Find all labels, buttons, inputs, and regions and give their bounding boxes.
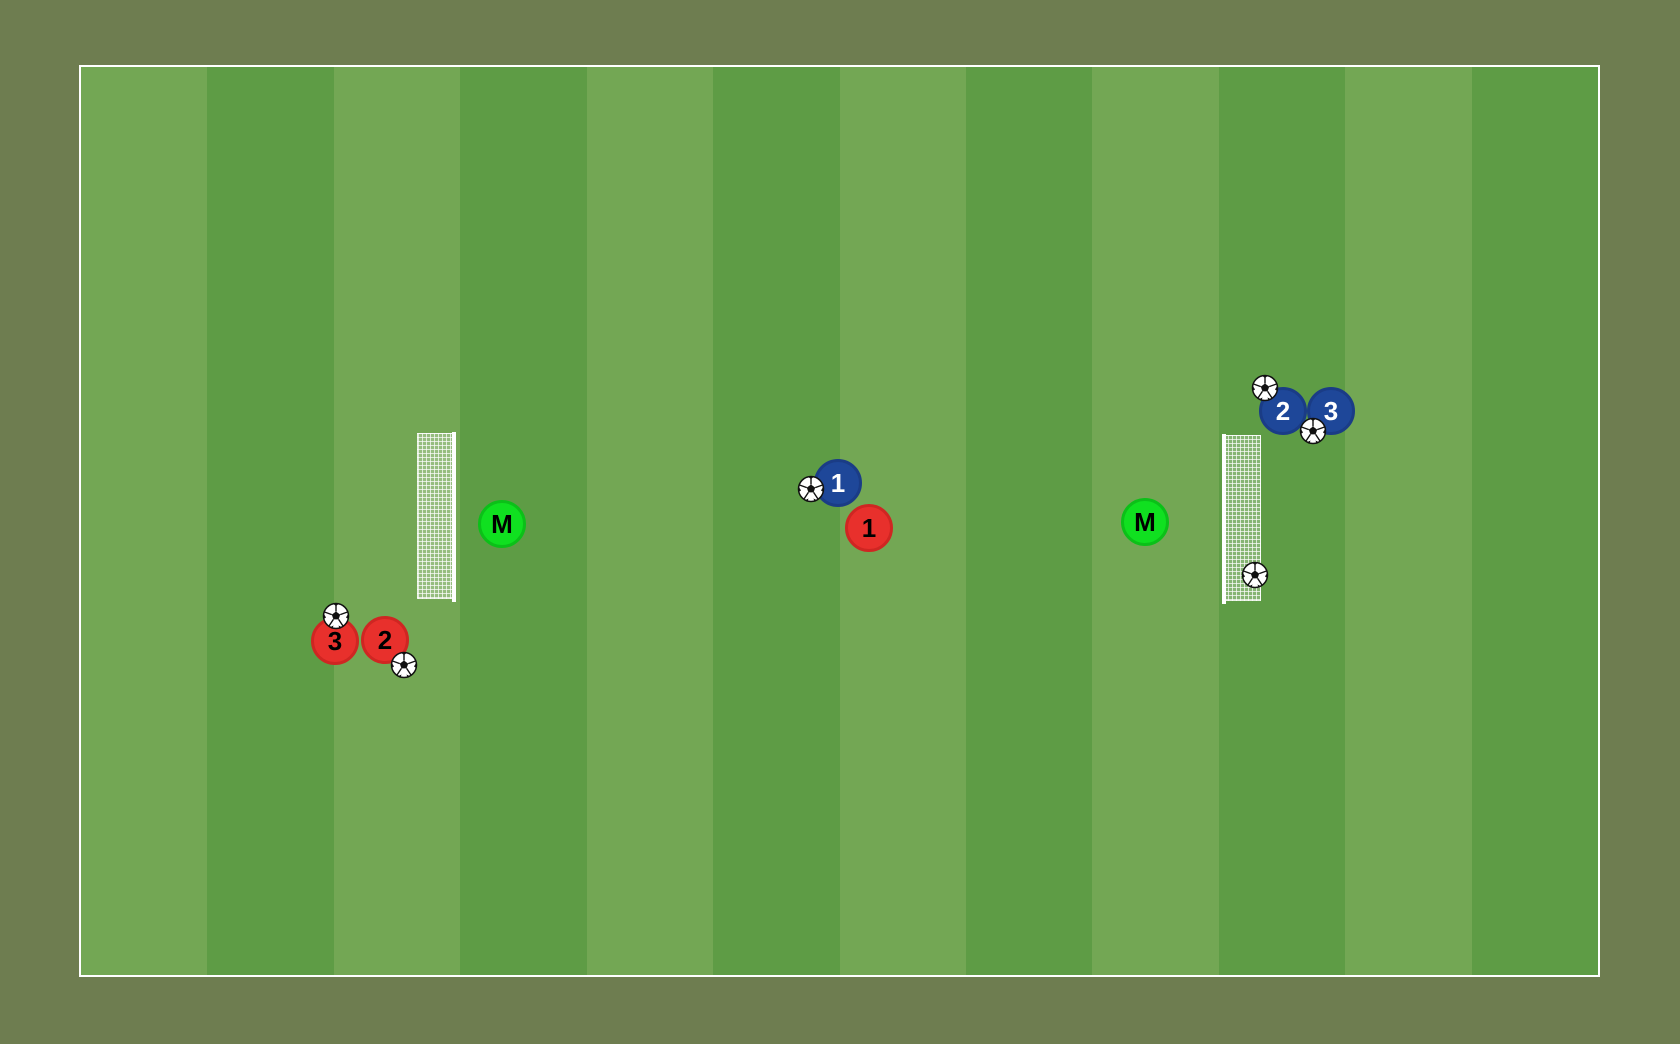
neutral-player-left[interactable]: M [478,500,526,548]
soccer-ball-icon[interactable] [1251,374,1279,402]
pitch-stripe [713,67,841,975]
soccer-pitch: 3 2 1 1 2 3 M M [79,65,1600,977]
goal-left [417,432,456,602]
player-label: 2 [377,625,393,655]
goal-post [1222,434,1226,604]
soccer-ball-icon[interactable] [390,651,418,679]
pitch-stripe [207,67,335,975]
goal-post [452,432,456,602]
soccer-ball-icon[interactable] [1241,561,1269,589]
pitch-stripe [965,67,1094,975]
red-player-1[interactable]: 1 [845,504,893,552]
pitch-stripe [1345,67,1473,975]
player-label: 2 [1275,396,1291,426]
player-label: M [1134,507,1156,537]
player-label: 3 [327,626,343,656]
soccer-ball-icon[interactable] [797,475,825,503]
soccer-ball-icon[interactable] [1299,417,1327,445]
pitch-stripe [1471,67,1598,975]
player-label: M [491,509,513,539]
player-label: 3 [1323,396,1339,426]
pitch-stripe [586,67,714,975]
soccer-ball-icon[interactable] [322,602,350,630]
pitch-stripe [81,67,209,975]
player-label: 1 [830,468,846,498]
neutral-player-right[interactable]: M [1121,498,1169,546]
player-label: 1 [861,513,877,543]
